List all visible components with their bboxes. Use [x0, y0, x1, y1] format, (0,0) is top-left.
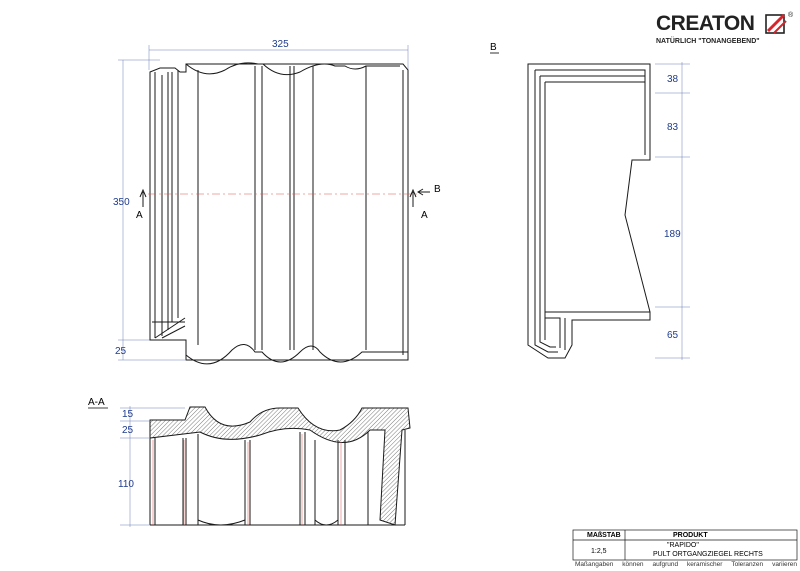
product-name: "RAPIDO"	[667, 542, 699, 549]
disclaimer: Maßangaben können aufgrund keramischer T…	[575, 561, 797, 568]
section-a-a	[120, 406, 411, 527]
dim-side-2: 83	[667, 122, 679, 133]
cut-marker-a-right: A	[421, 210, 428, 221]
disclaimer-word: keramischer	[687, 561, 723, 568]
disclaimer-word: Toleranzen	[731, 561, 764, 568]
disclaimer-word: können	[622, 561, 644, 568]
registered-mark: ®	[788, 12, 794, 19]
disclaimer-word: variieren	[772, 561, 797, 568]
title-block: MAßSTAB PRODUKT 1:2,5 "RAPIDO" PULT ORTG…	[575, 530, 797, 568]
creaton-logo: CREATON ® NATÜRLICH "TONANGEBEND"	[656, 12, 794, 52]
title-block-frame	[572, 529, 798, 561]
dim-side-1: 38	[667, 74, 679, 85]
scale-header: MAßSTAB	[587, 532, 621, 539]
dim-side-4: 65	[667, 330, 679, 341]
side-view-b	[527, 62, 690, 360]
dim-side-3: 189	[664, 229, 681, 240]
view-b-label: B	[490, 42, 497, 53]
section-a-a-label: A-A	[88, 397, 105, 408]
dim-sect-3: 110	[118, 479, 134, 490]
dim-width-label: 325	[272, 39, 289, 50]
dim-height-label: 350	[113, 197, 130, 208]
cut-marker-b: B	[434, 184, 441, 195]
product-header: PRODUKT	[673, 532, 708, 539]
dim-bottom-label: 25	[115, 346, 127, 357]
disclaimer-word: Maßangaben	[575, 561, 614, 568]
dim-sect-2: 25	[122, 425, 134, 436]
top-view	[118, 45, 430, 365]
cut-marker-a-left: A	[136, 210, 143, 221]
brand-tagline: NATÜRLICH "TONANGEBEND"	[656, 38, 760, 45]
logo-mark-icon	[765, 13, 787, 34]
product-description: PULT ORTGANGZIEGEL RECHTS	[653, 551, 763, 558]
brand-name: CREATON	[656, 12, 755, 35]
dim-sect-1: 15	[122, 409, 134, 420]
disclaimer-word: aufgrund	[652, 561, 679, 568]
scale-value: 1:2,5	[591, 548, 607, 555]
